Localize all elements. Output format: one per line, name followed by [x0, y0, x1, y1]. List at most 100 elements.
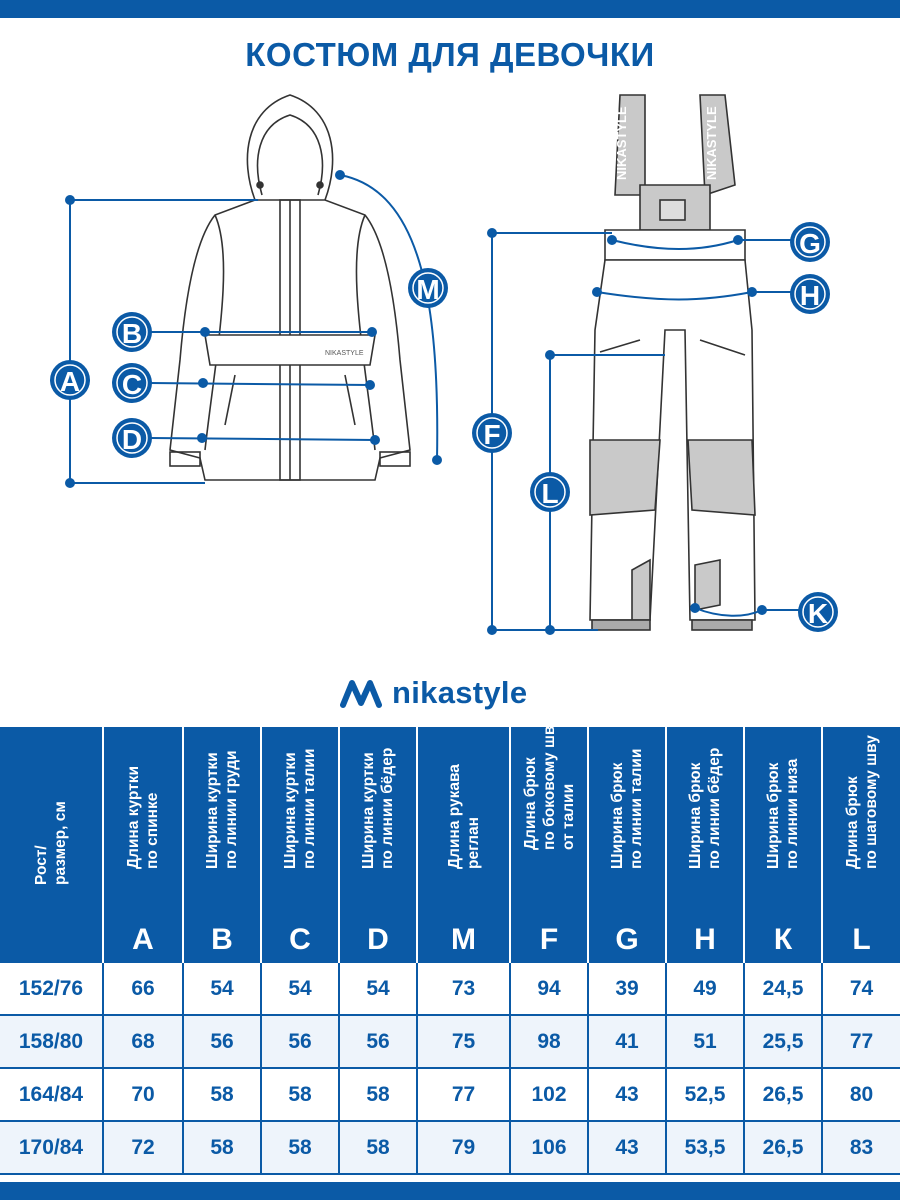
bottom-bar — [0, 1182, 900, 1200]
measurement-cell: 58 — [338, 1121, 417, 1175]
measurement-cell: 56 — [260, 1015, 339, 1069]
header-label: Ширина брюк по линии бёдер — [687, 747, 723, 869]
measurement-cell: 58 — [182, 1121, 261, 1175]
pants-markers: G H F L K — [471, 221, 839, 633]
jacket-print: NIKASTYLE — [325, 350, 364, 357]
page-title: КОСТЮМ ДЛЯ ДЕВОЧКИ — [245, 36, 655, 73]
header-label: Длина рукава реглан — [445, 764, 482, 869]
jacket-markers: A B C D M — [49, 267, 449, 459]
measurement-cell: 26,5 — [743, 1068, 822, 1122]
header-label: Ширина куртки по линии бёдер — [360, 747, 396, 869]
measurement-cell: 53,5 — [665, 1121, 744, 1175]
table-header-cell: Рост/ размер, см — [0, 727, 103, 963]
measurement-cell: 49 — [665, 963, 744, 1016]
measurement-cell: 98 — [509, 1015, 588, 1069]
marker-b: B — [122, 318, 142, 349]
measurement-cell: 56 — [338, 1015, 417, 1069]
measurement-cell: 56 — [182, 1015, 261, 1069]
measurement-cell: 58 — [182, 1068, 261, 1122]
measurement-cell: 73 — [416, 963, 510, 1016]
measurement-cell: 106 — [509, 1121, 588, 1175]
marker-m: M — [416, 274, 439, 305]
measurement-cell: 77 — [821, 1015, 900, 1069]
size-cell: 158/80 — [0, 1015, 103, 1069]
measurement-cell: 54 — [182, 963, 261, 1016]
measurement-cell: 80 — [821, 1068, 900, 1122]
header-letter: L — [852, 923, 871, 956]
marker-h: H — [800, 280, 820, 311]
measurement-cell: 43 — [587, 1121, 666, 1175]
measurement-cell: 25,5 — [743, 1015, 822, 1069]
brand-name: nikastyle — [392, 675, 528, 710]
header-letter: G — [615, 923, 639, 956]
header-letter: К — [773, 923, 793, 956]
measurement-cell: 54 — [338, 963, 417, 1016]
measurement-cell: 43 — [587, 1068, 666, 1122]
header-label: Длина брюк по боковому шву от талии — [521, 717, 577, 850]
measurement-cell: 58 — [338, 1068, 417, 1122]
measurement-cell: 68 — [102, 1015, 183, 1069]
header-letter: H — [694, 923, 716, 956]
pants-drawing: NIKASTYLE NIKASTYLE — [589, 94, 756, 631]
size-diagram: NIKASTYLE A B C D M — [49, 94, 839, 635]
measurement-cell: 77 — [416, 1068, 510, 1122]
measurement-cell: 66 — [102, 963, 183, 1016]
measurement-cell: 75 — [416, 1015, 510, 1069]
header-letter: M — [451, 923, 476, 956]
measurement-cell: 83 — [821, 1121, 900, 1175]
measurement-cell: 54 — [260, 963, 339, 1016]
jacket-drawing: NIKASTYLE — [169, 94, 411, 481]
header-letter: F — [539, 923, 559, 956]
strap-print-left: NIKASTYLE — [614, 106, 629, 180]
header-label: Длина брюк по шаговому шву — [843, 735, 880, 869]
measurement-cell: 79 — [416, 1121, 510, 1175]
measurement-cell: 24,5 — [743, 963, 822, 1016]
header-label: Рост/ размер, см — [33, 801, 69, 885]
jacket-measurements — [65, 170, 442, 488]
measurement-cell: 39 — [587, 963, 666, 1016]
measurement-cell: 26,5 — [743, 1121, 822, 1175]
marker-a: A — [60, 366, 80, 397]
header-label: Длина куртки по спинке — [125, 765, 161, 869]
marker-g: G — [799, 228, 821, 259]
header-letter: A — [132, 923, 154, 956]
marker-c: C — [122, 369, 142, 400]
measurement-cell: 51 — [665, 1015, 744, 1069]
marker-k: K — [808, 598, 828, 629]
marker-f: F — [483, 419, 500, 450]
measurement-cell: 74 — [821, 963, 900, 1016]
measurement-cell: 52,5 — [665, 1068, 744, 1122]
measurement-cell: 94 — [509, 963, 588, 1016]
header-label: Ширина куртки по линии груди — [204, 750, 240, 869]
header-label: Ширина куртки по линии талии — [282, 748, 318, 869]
measurement-cell: 72 — [102, 1121, 183, 1175]
header-letter: C — [289, 923, 311, 956]
measurement-cell: 102 — [509, 1068, 588, 1122]
size-cell: 152/76 — [0, 963, 103, 1016]
header-label: Ширина брюк по линии талии — [609, 748, 645, 869]
strap-print-right: NIKASTYLE — [704, 106, 719, 180]
size-cell: 164/84 — [0, 1068, 103, 1122]
measurement-cell: 58 — [260, 1121, 339, 1175]
measurement-cell: 70 — [102, 1068, 183, 1122]
marker-l: L — [541, 478, 558, 509]
measurement-cell: 41 — [587, 1015, 666, 1069]
brand: nikastyle — [340, 668, 527, 718]
header-letter: B — [211, 923, 233, 956]
header-label: Ширина брюк по линии низа — [765, 758, 801, 869]
size-cell: 170/84 — [0, 1121, 103, 1175]
header-letter: D — [367, 923, 389, 956]
